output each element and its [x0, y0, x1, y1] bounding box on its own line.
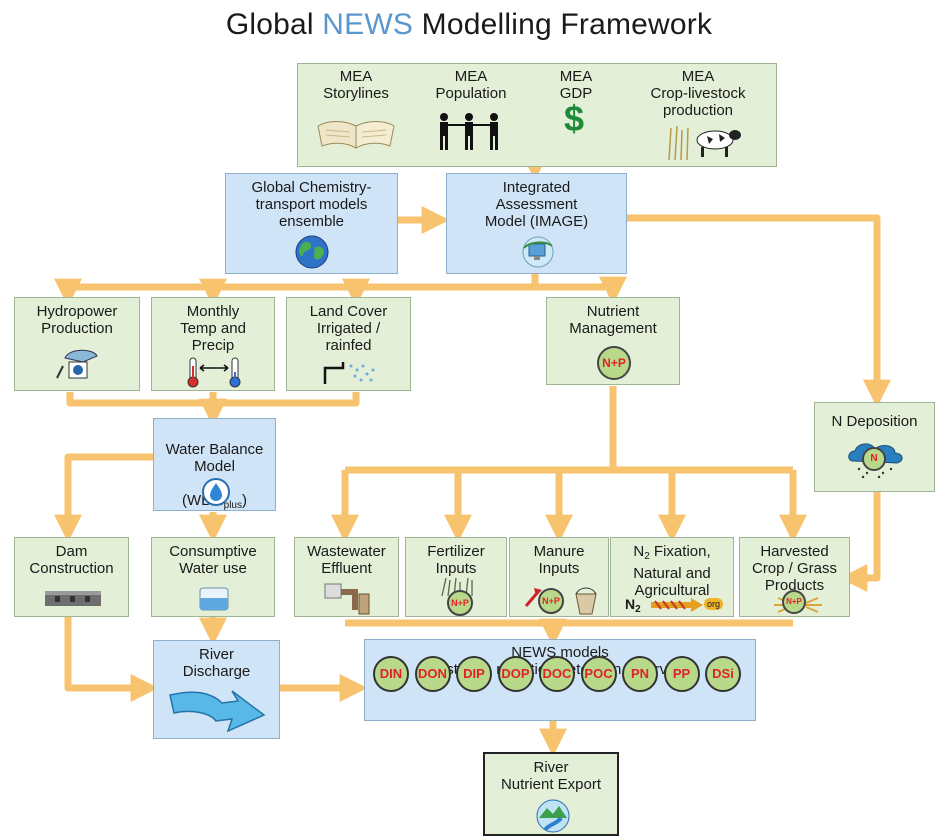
- fixation-text: Fixation, Natural and Agricultural: [633, 543, 711, 599]
- substance-chip-doc: DOC: [539, 656, 575, 692]
- hydropower-box: Hydropower Production: [14, 297, 140, 391]
- wbm-box: Water Balance Model (WBMplus): [153, 418, 276, 511]
- substance-chip-pn: PN: [622, 656, 658, 692]
- computer-globe-icon: [522, 236, 554, 268]
- temp-precip-label: Monthly Temp and Precip: [180, 303, 246, 354]
- land-cover-box: Land Cover Irrigated / rainfed: [286, 297, 411, 391]
- n-symbol: N: [633, 543, 645, 560]
- substance-chip-don: DON: [414, 656, 451, 692]
- fertilizer-np-chip: N+P: [447, 590, 473, 616]
- river-arrow-icon: [169, 690, 266, 733]
- temp-precip-box: Monthly Temp and Precip: [151, 297, 275, 391]
- wbm-title: Water Balance Model: [165, 441, 264, 475]
- n2-fixation-label: N2 Fixation, Natural and Agricultural: [613, 543, 731, 599]
- dam-construction-label: Dam Construction: [29, 543, 114, 577]
- consumptive-water-label: Consumptive Water use: [169, 543, 257, 577]
- nutrient-management-label: Nutrient Management: [569, 303, 657, 337]
- mea-group: MEA Storylines MEA Population MEA GDP ME…: [297, 63, 777, 167]
- wbm-close-paren: ): [242, 492, 247, 509]
- n2-molecule-label: N2: [625, 596, 641, 615]
- mea-crop-livestock-label: MEA Crop-livestock production: [650, 68, 746, 119]
- dollar-icon: $: [564, 98, 585, 139]
- manure-bucket-icon: [524, 587, 597, 615]
- fixation-arrow-icon: [651, 598, 703, 612]
- globe-icon: [295, 235, 329, 269]
- harvested-box: Harvested Crop / Grass Products N+P: [739, 537, 850, 617]
- arrow-ndep-to-harvested: [839, 492, 881, 592]
- fertilizer-box: Fertilizer Inputs N+P: [405, 537, 507, 617]
- wbm-subscript: plus: [223, 500, 242, 511]
- fertilizer-label: Fertilizer Inputs: [427, 543, 485, 577]
- diagram-title: Global NEWS Modelling Framework: [225, 8, 713, 41]
- substance-chip-poc: POC: [580, 656, 617, 692]
- n-subscript: 2: [644, 551, 650, 562]
- river-export-label: River Nutrient Export: [500, 759, 602, 793]
- chemistry-models-label: Global Chemistry- transport models ensem…: [251, 179, 372, 230]
- dam-icon: [45, 591, 101, 606]
- irrigation-icon: [323, 362, 375, 384]
- title-highlight: NEWS: [322, 8, 414, 41]
- manure-label: Manure Inputs: [533, 543, 585, 577]
- image-model-label: Integrated Assessment Model (IMAGE): [484, 179, 589, 230]
- hydropower-icon: [56, 349, 98, 379]
- n-deposition-label: N Deposition: [831, 413, 918, 430]
- arrow-dam-to-river: [64, 617, 159, 702]
- water-drop-icon: [202, 478, 230, 506]
- dam-construction-box: Dam Construction: [14, 537, 129, 617]
- substance-chip-dop: DOP: [497, 656, 534, 692]
- n-chip: N: [862, 447, 886, 471]
- mea-gdp-label: MEA GDP: [559, 68, 593, 102]
- n2-fixation-box: N2 Fixation, Natural and Agricultural N2…: [610, 537, 734, 617]
- open-book-icon: [317, 121, 395, 149]
- water-tank-icon: [199, 587, 229, 611]
- thermometers-icon: [187, 357, 241, 388]
- harvested-np-chip: N+P: [782, 590, 806, 614]
- n-deposition-box: N Deposition N: [814, 402, 935, 492]
- mea-storylines-label: MEA Storylines: [323, 68, 389, 102]
- np-chip: N+P: [597, 346, 631, 380]
- wastewater-label: Wastewater Effluent: [307, 543, 386, 577]
- substance-chip-dip: DIP: [456, 656, 492, 692]
- river-export-box: River Nutrient Export: [483, 752, 619, 836]
- pipe-icon: [324, 583, 370, 615]
- land-cover-label: Land Cover Irrigated / rainfed: [309, 303, 388, 354]
- org-label: org: [704, 598, 724, 610]
- substance-chip-dsi: DSi: [705, 656, 741, 692]
- river-discharge-box: River Discharge: [153, 640, 280, 739]
- people-icon: [440, 113, 498, 150]
- hydropower-label: Hydropower Production: [36, 303, 118, 337]
- wastewater-box: Wastewater Effluent: [294, 537, 399, 617]
- mea-population-label: MEA Population: [435, 68, 507, 102]
- manure-np-chip: N+P: [538, 588, 564, 614]
- cow-crop-icon: [668, 125, 741, 160]
- harvested-label: Harvested Crop / Grass Products: [751, 543, 838, 594]
- consumptive-water-box: Consumptive Water use: [151, 537, 275, 617]
- arrow-image-to-ndep: [627, 214, 891, 408]
- crop-icon: [441, 577, 473, 596]
- image-model-box: Integrated Assessment Model (IMAGE): [446, 173, 627, 274]
- arrow-wbm-to-dam: [54, 453, 153, 543]
- river-landscape-icon: [536, 799, 570, 833]
- manure-box: Manure Inputs N+P: [509, 537, 609, 617]
- river-discharge-label: River Discharge: [182, 646, 251, 680]
- substance-chip-din: DIN: [373, 656, 409, 692]
- nutrient-management-box: Nutrient Management N+P: [546, 297, 680, 385]
- substance-chip-pp: PP: [663, 656, 700, 692]
- chemistry-models-box: Global Chemistry- transport models ensem…: [225, 173, 398, 274]
